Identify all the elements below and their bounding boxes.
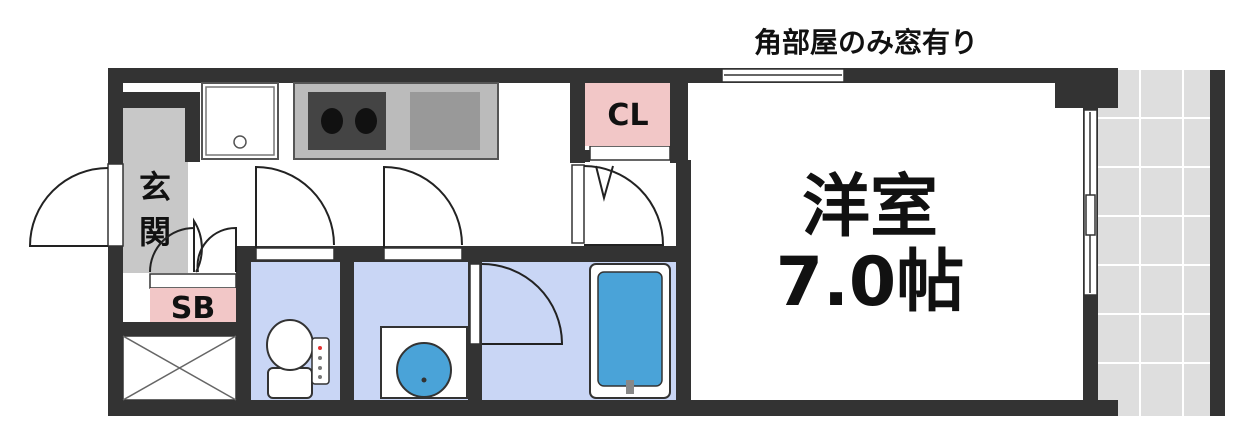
washbasin-icon <box>380 326 468 399</box>
corner-room-window-note: 角部屋のみ窓有り <box>754 26 978 59</box>
toilet-door <box>255 165 335 248</box>
shoe-box-door-right <box>196 226 237 273</box>
shoe-box-label: SB <box>171 291 215 326</box>
closet <box>585 83 670 146</box>
closet-door <box>595 165 614 202</box>
entrance-label-line1: 玄 <box>139 168 171 206</box>
bathtub-icon <box>589 263 671 399</box>
pipe-space <box>122 335 237 401</box>
entrance-label-line2: 関 <box>139 213 171 251</box>
shoe-box <box>150 288 236 322</box>
western-room-name: 洋室 <box>802 168 938 247</box>
kitchen-counter <box>293 82 499 160</box>
bathroom-door <box>481 263 563 345</box>
room-door <box>583 165 665 246</box>
refrigerator <box>201 82 279 160</box>
stove-burner-icon <box>355 108 377 134</box>
shoe-box-door-left-arc <box>149 227 195 273</box>
entrance-floor <box>122 108 188 273</box>
stove-burner-icon <box>321 108 343 134</box>
doors <box>28 165 665 345</box>
front-door <box>28 167 109 247</box>
western-room-size: 7.0帖 <box>776 243 964 322</box>
balcony <box>1097 70 1225 416</box>
toilet-icon <box>266 319 330 399</box>
closet-label: CL <box>607 98 648 133</box>
sink <box>410 92 480 150</box>
washroom-door <box>383 165 463 248</box>
